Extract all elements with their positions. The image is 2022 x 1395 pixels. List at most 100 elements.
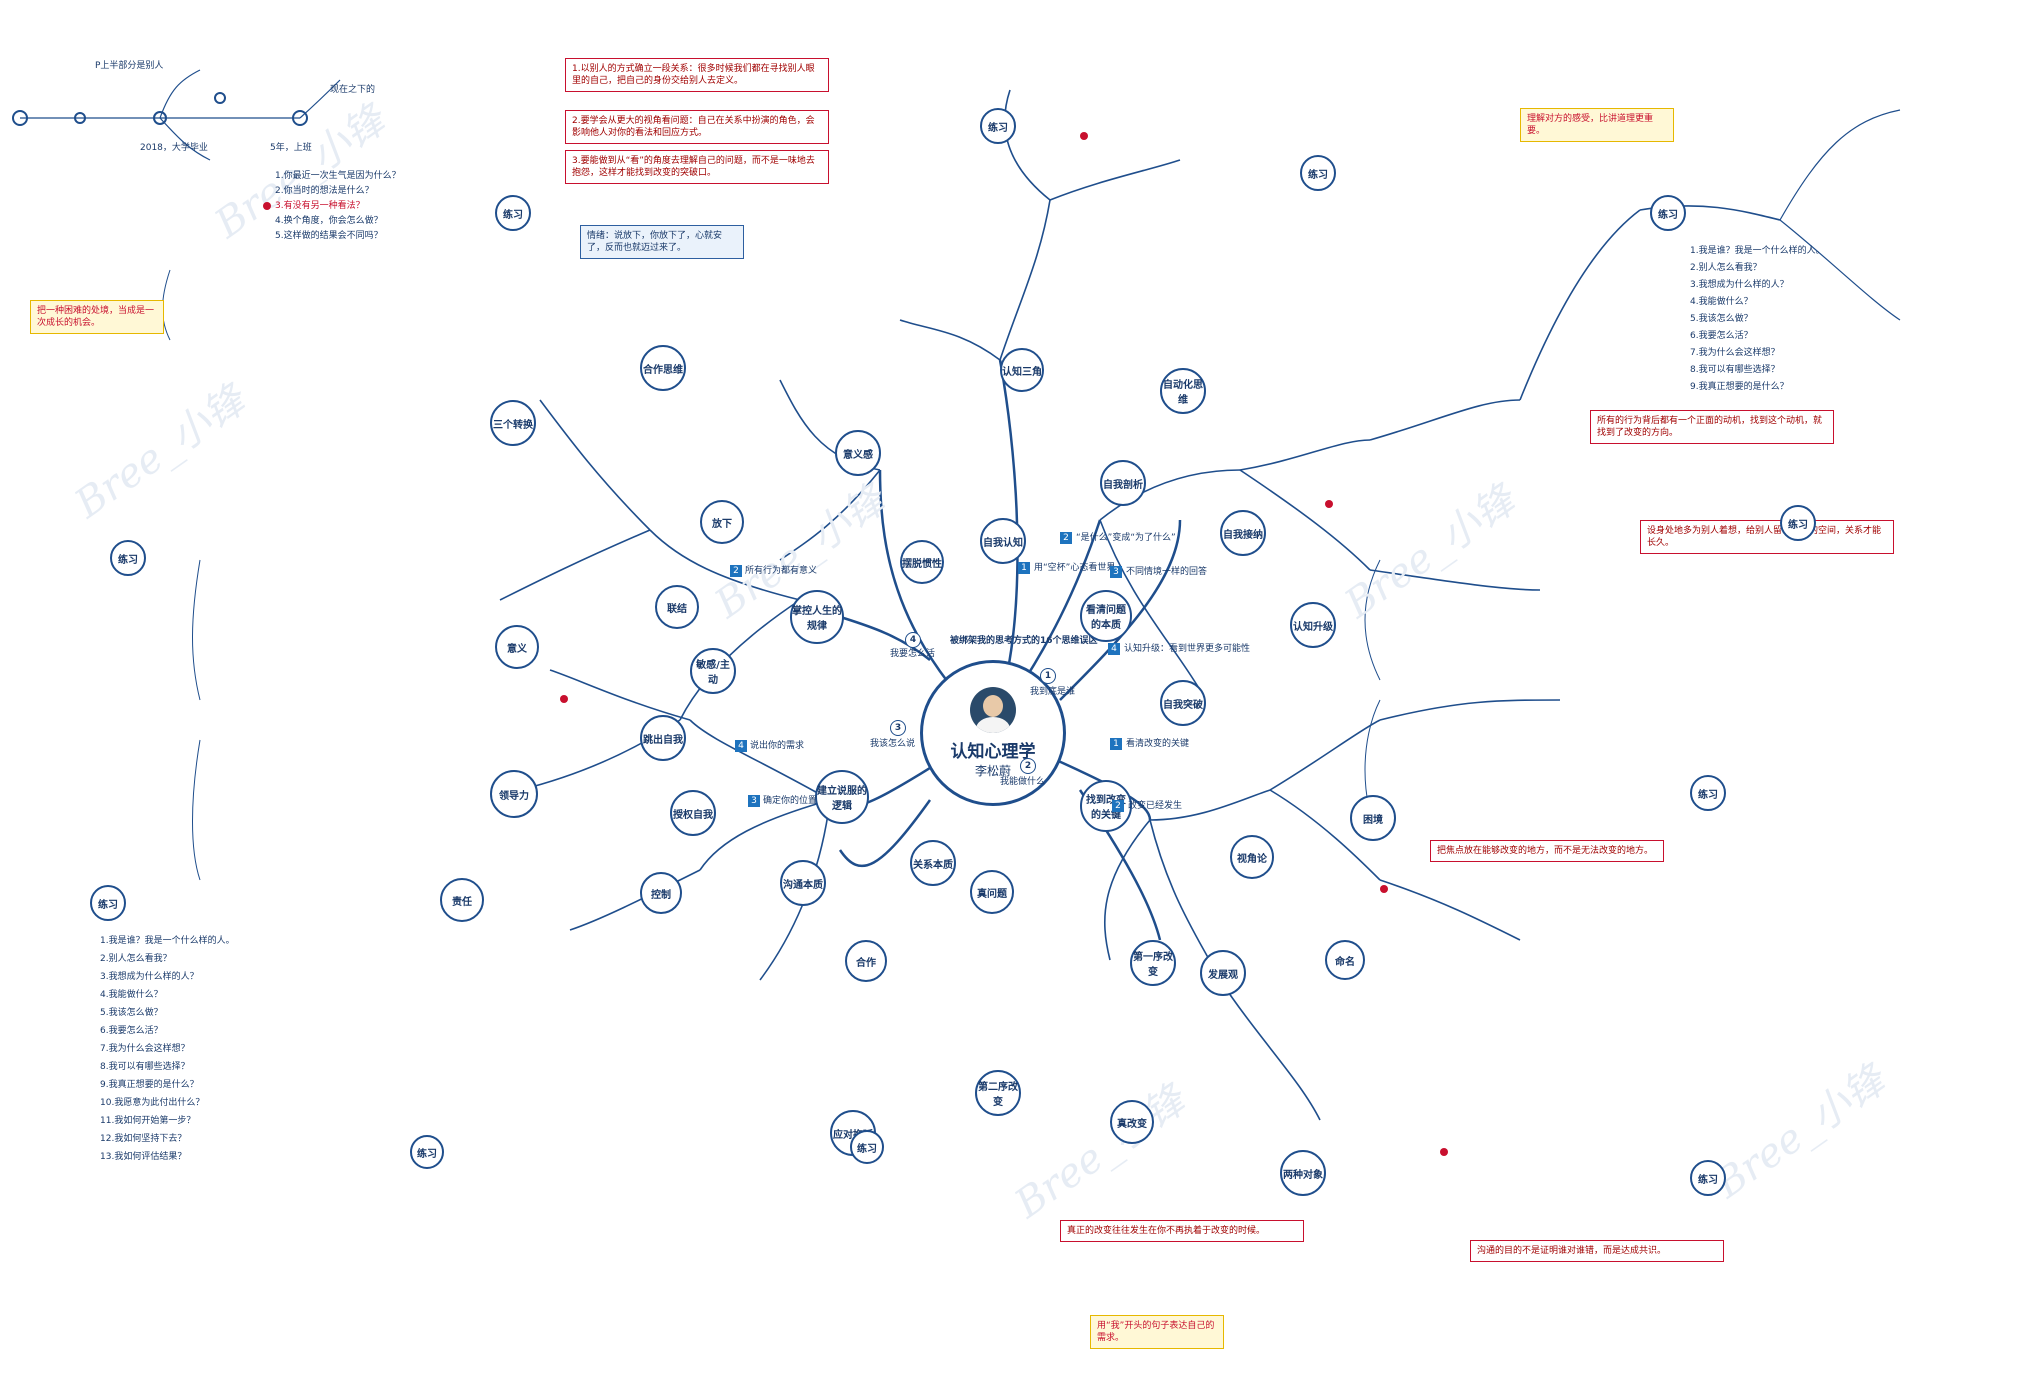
practice-node[interactable]: 练习 xyxy=(850,1130,884,1164)
branch-label: “是什么”变成“为了什么” xyxy=(1076,533,1176,543)
node-meaning[interactable]: 意义 xyxy=(495,625,539,669)
question-number: 2 xyxy=(1020,758,1036,774)
branch-label: 不同情境一样的回答 xyxy=(1126,567,1208,577)
practice-node[interactable]: 练习 xyxy=(90,885,126,921)
branch-label: 说出你的需求 xyxy=(750,741,805,751)
branch-marker: 3 xyxy=(1110,566,1122,578)
node-self-break[interactable]: 自我突破 xyxy=(1160,680,1206,726)
node-emo[interactable]: 认知三角 xyxy=(1000,348,1044,392)
question-number: 3 xyxy=(890,720,906,736)
node-naming[interactable]: 命名 xyxy=(1325,940,1365,980)
branch-label: 用“空杯”心态看世界 xyxy=(1034,563,1116,573)
node-coop[interactable]: 合作思维 xyxy=(640,345,686,391)
question-item: 9.我真正想要的是什么？ xyxy=(100,1080,199,1090)
central-subtitle: 李松蔚 xyxy=(974,764,1011,778)
node-first-change[interactable]: 第一序改变 xyxy=(1130,940,1176,986)
note-box: 用“我”开头的句子表达自己的需求。 xyxy=(1090,1315,1224,1349)
practice-node[interactable]: 练习 xyxy=(1780,505,1816,541)
question-label: 我到底是谁 xyxy=(1030,687,1076,697)
branch-marker: 1 xyxy=(1110,738,1122,750)
node-build-logic[interactable]: 建立说服的逻辑 xyxy=(815,770,869,824)
central-topic[interactable]: 认知心理学 李松蔚 xyxy=(920,660,1066,806)
branch-label: 改变已经发生 xyxy=(1128,801,1183,811)
insight-box: 1.以别人的方式确立一段关系：很多时候我们都在寻找别人眼里的自己，把自己的身份交… xyxy=(565,58,829,92)
branch-marker: 3 xyxy=(748,795,760,807)
question-item: 7.我为什么会这样想？ xyxy=(1690,348,1780,358)
question-number: 1 xyxy=(1040,668,1056,684)
practice-node[interactable]: 练习 xyxy=(495,195,531,231)
question-item: 10.我愿意为此付出什么？ xyxy=(100,1098,205,1108)
node-develop[interactable]: 发展观 xyxy=(1200,950,1246,996)
question-number: 4 xyxy=(905,632,921,648)
question-item: 6.我要怎么活？ xyxy=(1690,331,1753,341)
branch-label: 看清改变的关键 xyxy=(1126,739,1190,749)
node-really-change[interactable]: 真改变 xyxy=(1110,1100,1154,1144)
branch-marker: 2 xyxy=(1060,532,1072,544)
branch-marker: 1 xyxy=(1018,562,1030,574)
branch-marker: 2 xyxy=(730,565,742,577)
node-ctrl[interactable]: 控制 xyxy=(640,872,682,914)
question-item: 11.我如何开始第一步？ xyxy=(100,1116,196,1126)
node-auto-think[interactable]: 自动化思维 xyxy=(1160,368,1206,414)
timeline-label: 2018，大学毕业 xyxy=(140,143,208,153)
branch-marker: 4 xyxy=(1108,643,1120,655)
node-responsibility[interactable]: 责任 xyxy=(440,878,484,922)
question-item: 4.我能做什么？ xyxy=(100,990,163,1000)
theme-label: 被绑架我的思考方式的16个思维误区 xyxy=(950,636,1098,646)
node-give-power[interactable]: 授权自我 xyxy=(670,790,716,836)
practice-item: 4.换个角度，你会怎么做？ xyxy=(275,216,383,226)
insight-box: 所有的行为背后都有一个正面的动机，找到这个动机，就找到了改变的方向。 xyxy=(1590,410,1834,444)
node-find-key[interactable]: 找到改变的关键 xyxy=(1080,780,1132,832)
node-sensible[interactable]: 意义感 xyxy=(835,430,881,476)
node-let-go[interactable]: 放下 xyxy=(700,500,744,544)
question-item: 5.我该怎么做？ xyxy=(1690,314,1753,324)
alert-dot xyxy=(1325,500,1333,508)
node-link[interactable]: 联结 xyxy=(655,585,699,629)
insight-box: 把焦点放在能够改变的地方，而不是无法改变的地方。 xyxy=(1430,840,1664,862)
node-lead[interactable]: 领导力 xyxy=(490,770,538,818)
alert-dot xyxy=(1080,132,1088,140)
practice-node[interactable]: 练习 xyxy=(1690,1160,1726,1196)
question-item: 8.我可以有哪些选择？ xyxy=(100,1062,190,1072)
note-box: 情绪：说放下，你放下了，心就安了，反而也就迈过来了。 xyxy=(580,225,744,259)
node-self-sep[interactable]: 自我剖析 xyxy=(1100,460,1146,506)
branch-marker: 4 xyxy=(735,740,747,752)
note-box: 理解对方的感受，比讲道理更重要。 xyxy=(1520,108,1674,142)
node-cooperate[interactable]: 合作 xyxy=(845,940,887,982)
node-life-rule[interactable]: 掌控人生的规律 xyxy=(790,590,844,644)
question-item: 8.我可以有哪些选择？ xyxy=(1690,365,1780,375)
node-look-nature[interactable]: 看清问题的本质 xyxy=(1080,590,1132,642)
question-item: 3.我想成为什么样的人？ xyxy=(100,972,199,982)
practice-item: 5.这样做的结果会不同吗？ xyxy=(275,231,383,241)
insight-box: 真正的改变往往发生在你不再执着于改变的时候。 xyxy=(1060,1220,1304,1242)
practice-node[interactable]: 练习 xyxy=(1300,155,1336,191)
node-comm-nature[interactable]: 沟通本质 xyxy=(780,860,826,906)
practice-node[interactable]: 练习 xyxy=(1650,195,1686,231)
node-self-acc[interactable]: 自我接纳 xyxy=(1220,510,1266,556)
timeline-label: P上半部分是别人 xyxy=(95,61,164,71)
alert-dot xyxy=(263,202,271,210)
node-trap[interactable]: 困境 xyxy=(1350,795,1396,841)
node-cog-upgrade[interactable]: 认知升级 xyxy=(1290,602,1336,648)
practice-node[interactable]: 练习 xyxy=(980,108,1016,144)
node-change-habit[interactable]: 摆脱惯性 xyxy=(900,540,944,584)
node-second-change[interactable]: 第二序改变 xyxy=(975,1070,1021,1116)
practice-node[interactable]: 练习 xyxy=(1690,775,1726,811)
question-item: 9.我真正想要的是什么？ xyxy=(1690,382,1789,392)
practice-node[interactable]: 练习 xyxy=(410,1135,444,1169)
node-true-problem[interactable]: 真问题 xyxy=(970,870,1014,914)
question-item: 1.我是谁？我是一个什么样的人。 xyxy=(1690,246,1825,256)
node-interpret[interactable]: 敏感/主动 xyxy=(690,648,736,694)
node-stay-self[interactable]: 跳出自我 xyxy=(640,715,686,761)
practice-node[interactable]: 练习 xyxy=(110,540,146,576)
node-two-objects[interactable]: 两种对象 xyxy=(1280,1150,1326,1196)
node-persp[interactable]: 视角论 xyxy=(1230,835,1274,879)
question-item: 5.我该怎么做？ xyxy=(100,1008,163,1018)
node-rel-nature[interactable]: 关系本质 xyxy=(910,840,956,886)
question-item: 1.我是谁？我是一个什么样的人。 xyxy=(100,936,235,946)
question-item: 4.我能做什么？ xyxy=(1690,297,1753,307)
node-three-turn[interactable]: 三个转换 xyxy=(490,400,536,446)
practice-item: 2.你当时的想法是什么？ xyxy=(275,186,374,196)
node-self-cog[interactable]: 自我认知 xyxy=(980,518,1026,564)
